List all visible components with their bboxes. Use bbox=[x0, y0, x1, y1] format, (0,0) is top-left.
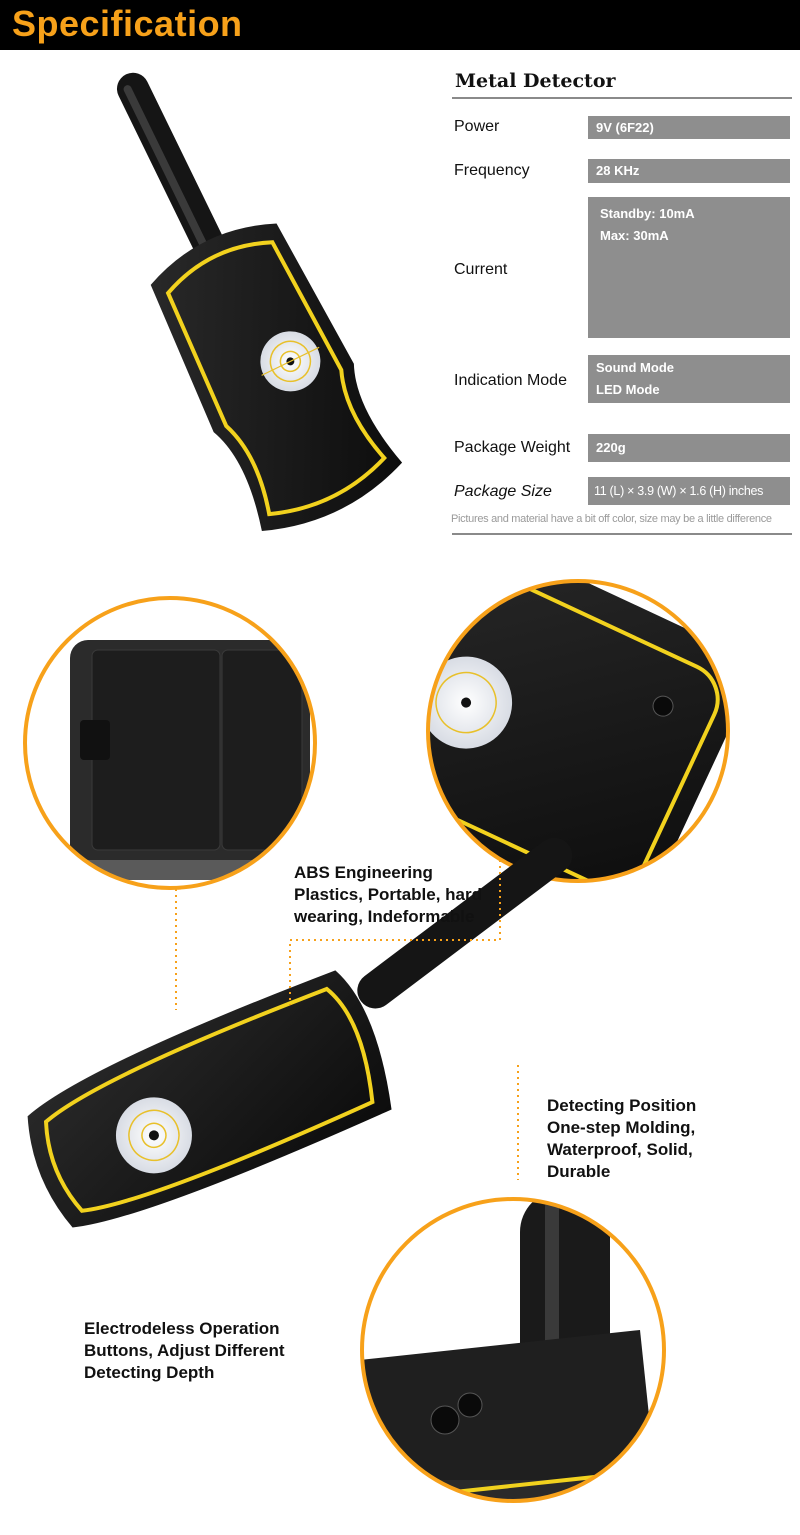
page-title: Specification bbox=[12, 3, 243, 44]
spec-label-package-weight: Package Weight bbox=[454, 439, 571, 456]
detector-photo-middle bbox=[27, 837, 573, 1228]
spec-top-rule bbox=[452, 97, 792, 99]
spec-disclaimer: Pictures and material have a bit off col… bbox=[451, 513, 772, 525]
spec-label-current: Current bbox=[454, 261, 508, 278]
spec-value-frequency: 28 KHz bbox=[588, 159, 790, 183]
probe-closeup bbox=[360, 1197, 666, 1503]
detector-photo-top bbox=[116, 72, 403, 532]
callout-abs-plastics: ABS Engineering Plastics, Portable, hard… bbox=[294, 863, 483, 926]
spec-bottom-rule bbox=[452, 533, 792, 535]
spec-label-power: Power bbox=[454, 118, 500, 135]
spec-title: Metal Detector bbox=[455, 70, 616, 92]
spec-value-package-weight: 220g bbox=[588, 434, 790, 462]
spec-value-package-size: 11 (L) × 3.9 (W) × 1.6 (H) inches bbox=[588, 477, 790, 505]
spec-label-frequency: Frequency bbox=[454, 162, 530, 179]
spec-value-indication-mode: Sound Mode LED Mode bbox=[588, 355, 790, 403]
spec-value-power: 9V (6F22) bbox=[588, 116, 790, 139]
callout-connectors bbox=[175, 860, 519, 1180]
spec-label-indication-mode: Indication Mode bbox=[454, 372, 567, 389]
callout-electrodeless-buttons: Electrodeless Operation Buttons, Adjust … bbox=[84, 1319, 285, 1382]
spec-value-current: Standby: 10mA Max: 30mA bbox=[588, 197, 790, 338]
header-bar bbox=[0, 0, 800, 50]
spec-label-package-size: Package Size bbox=[454, 483, 552, 500]
battery-closeup bbox=[23, 596, 317, 890]
callout-detecting-position: Detecting Position One-step Molding, Wat… bbox=[547, 1096, 697, 1181]
